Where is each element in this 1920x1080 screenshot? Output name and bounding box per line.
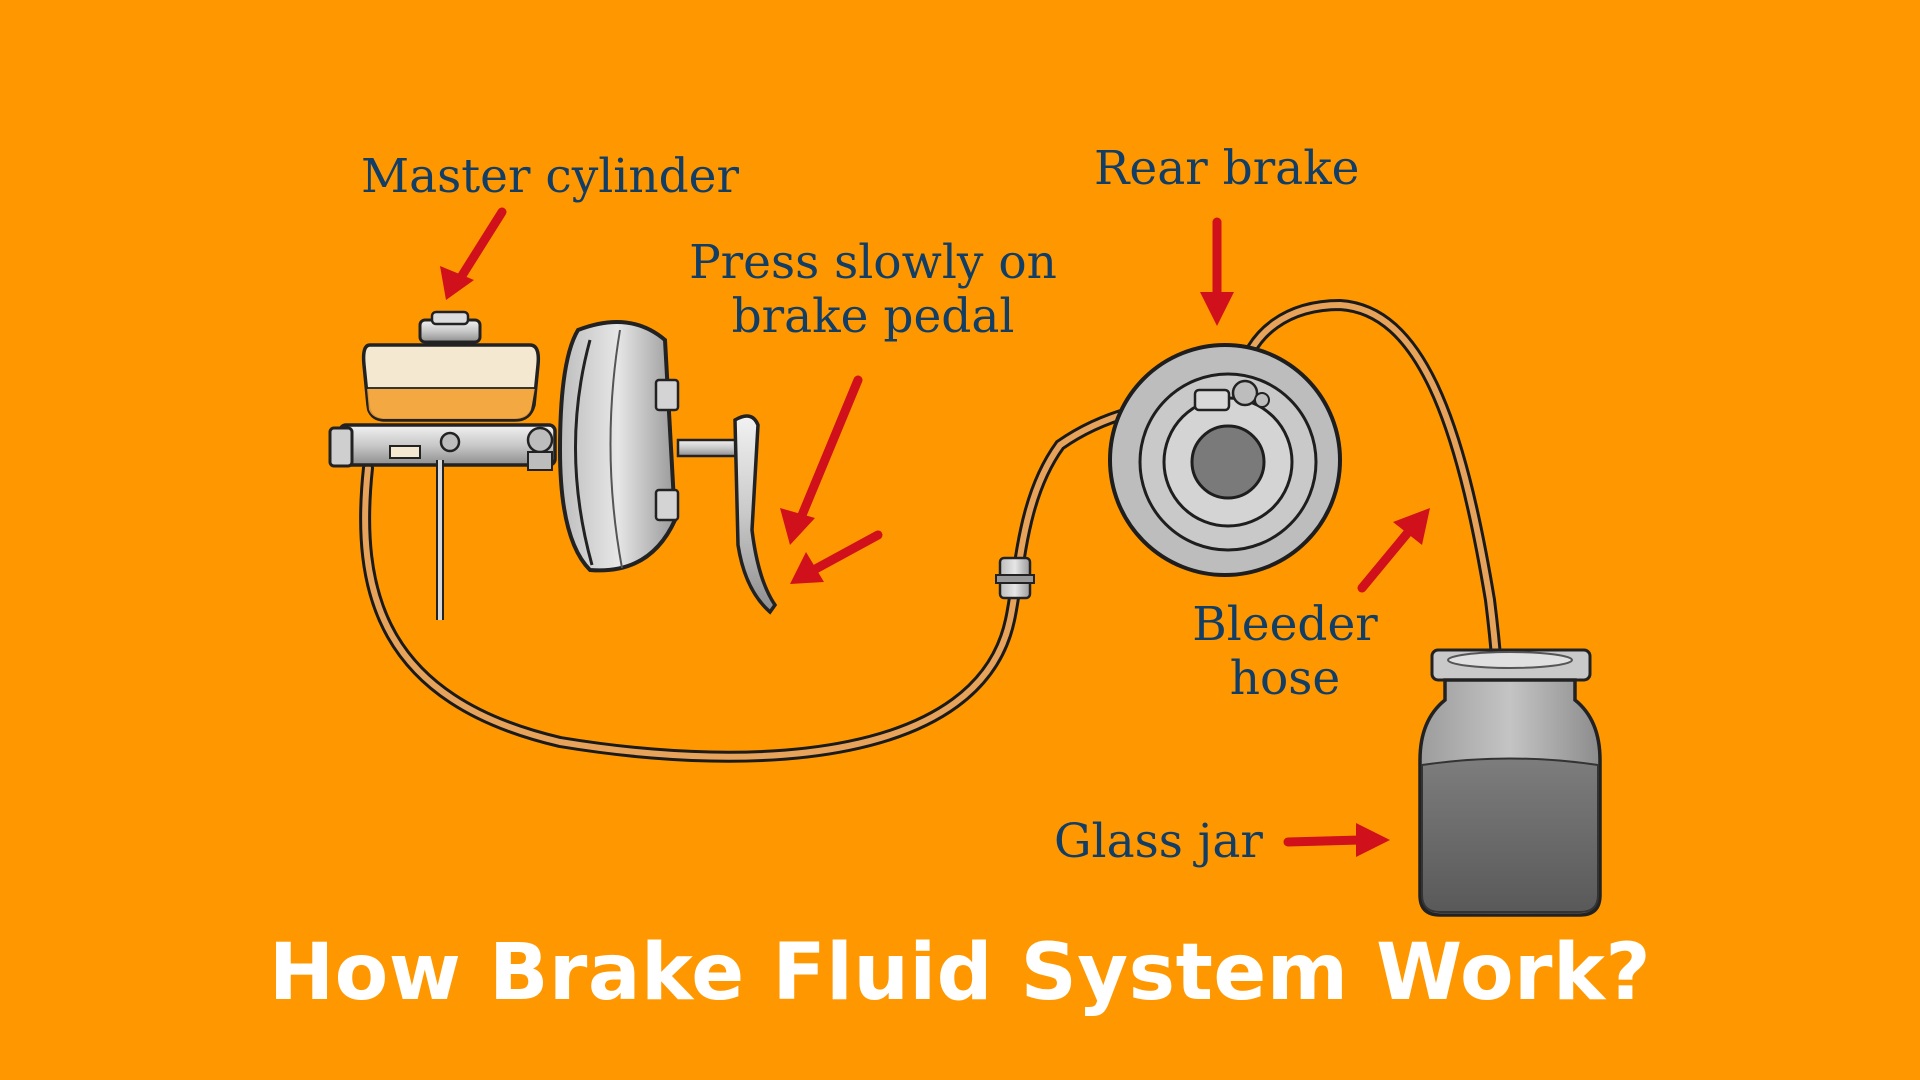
arrow-to-glass-jar [1283,823,1390,857]
label-press-pedal-line2: brake pedal [731,289,1015,345]
arrow-to-rear-brake [1200,217,1234,326]
label-bleeder-hose: Bleeder hose [1160,597,1410,707]
arrow-to-brake-pedal-1 [780,375,863,545]
label-press-pedal-line1: Press slowly on [689,235,1057,290]
glass-jar [1418,648,1602,917]
arrow-to-bleeder-hose [1357,508,1430,593]
brake-pedal [733,414,778,615]
rear-brake-drum [1108,343,1342,577]
label-bleeder-hose-line1: Bleeder [1192,597,1378,652]
label-glass-jar: Glass jar [1054,814,1263,869]
label-master-cylinder: Master cylinder [361,149,739,204]
brake-line-hose [359,392,1216,763]
bleeder-valve [1193,379,1270,412]
master-cylinder [328,310,557,620]
arrow-to-brake-pedal-2 [790,530,883,584]
label-bleeder-hose-line2: hose [1229,651,1341,707]
label-rear-brake: Rear brake [1094,141,1360,196]
label-press-brake-pedal: Press slowly on brake pedal [678,235,1068,345]
arrow-to-master-cylinder [440,207,507,300]
brake-booster [557,320,750,573]
diagram-title: How Brake Fluid System Work? [268,928,1652,1018]
